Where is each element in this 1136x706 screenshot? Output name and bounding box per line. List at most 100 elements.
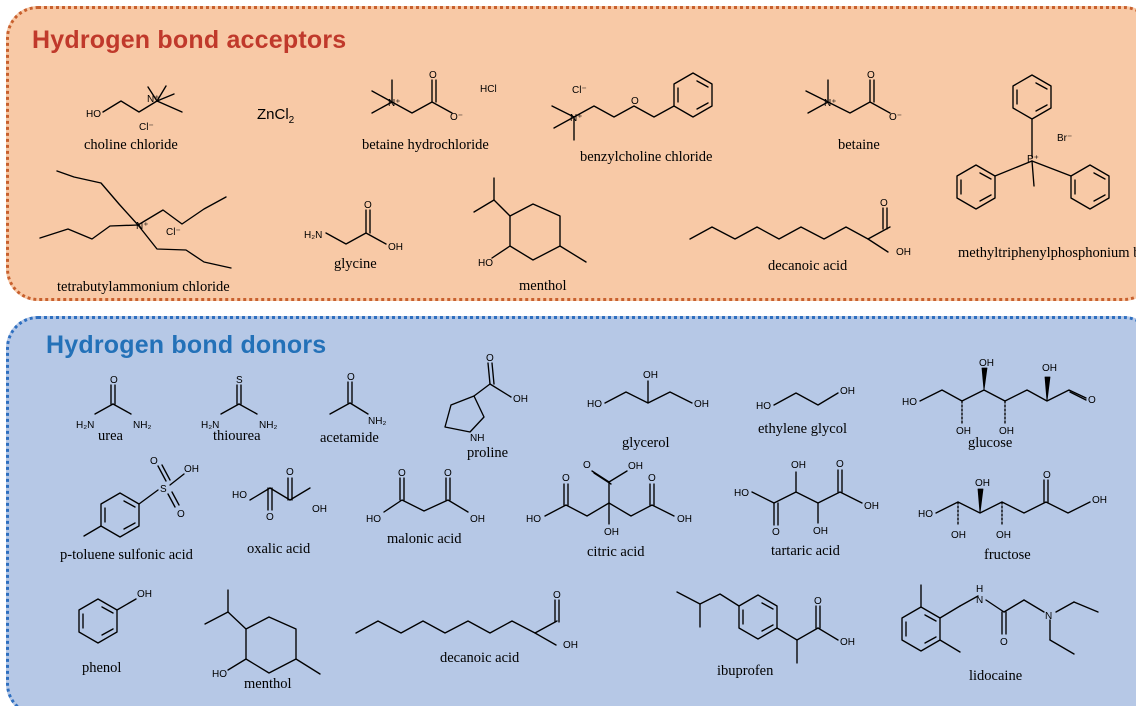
label-choline-chloride: choline chloride — [84, 137, 178, 153]
molecule-ethylene-glycol: HO OH — [756, 386, 855, 412]
label-p-toluene-sulfonic-acid: p-toluene sulfonic acid — [60, 547, 194, 563]
label-benzylcholine-chloride: benzylcholine chloride — [580, 149, 712, 165]
molecule-decanoic-acid-acceptor: O OH — [689, 198, 911, 258]
molecule-choline-chloride: HO N⁺ Cl⁻ — [86, 85, 183, 133]
atom-oh: OH — [470, 514, 485, 525]
atom-n: N — [1045, 611, 1052, 622]
atom-oh: OH — [951, 530, 966, 541]
atom-oh: OH — [312, 504, 327, 515]
molecule-lidocaine: H N O N — [901, 584, 1099, 655]
atom-o: O — [364, 200, 372, 211]
atom-oh: OH — [184, 464, 199, 475]
atom-hcl: HCl — [480, 84, 497, 95]
molecule-malonic-acid: O O HO OH — [366, 468, 485, 525]
atom-nh2: NH₂ — [259, 420, 277, 431]
label-fructose: fructose — [984, 547, 1031, 563]
atom-ho: HO — [756, 401, 771, 412]
atom-oh: OH — [840, 637, 855, 648]
atom-o: O — [1000, 637, 1008, 648]
atom-o-minus: O⁻ — [889, 112, 902, 123]
molecule-fructose: HO OH O OH OH OH — [918, 470, 1107, 541]
atom-hn-n: N — [976, 595, 983, 606]
label-glucose: glucose — [968, 435, 1012, 451]
label-malonic-acid: malonic acid — [387, 531, 462, 547]
atom-oh: OH — [813, 526, 828, 537]
atom-oh: OH — [979, 358, 994, 369]
label-acetamide: acetamide — [320, 430, 379, 446]
atom-oh: OH — [628, 461, 643, 472]
atom-oh: OH — [137, 589, 152, 600]
label-glycerol: glycerol — [622, 435, 670, 451]
molecule-urea: O H₂N NH₂ — [76, 375, 151, 431]
atom-s: S — [236, 375, 243, 386]
molecule-glucose: HO OH OH OH OH O — [902, 358, 1096, 437]
atom-o: O — [150, 456, 158, 467]
atom-n-plus: N⁺ — [388, 98, 401, 109]
donors-panel — [6, 316, 1136, 706]
atom-n-plus: N⁺ — [136, 221, 149, 232]
atom-oh: OH — [643, 370, 658, 381]
atom-o: O — [286, 467, 294, 478]
atom-o: O — [398, 468, 406, 479]
molecule-acetamide: O NH₂ — [329, 372, 386, 427]
label-tetrabutylammonium-chloride: tetrabutylammonium chloride — [57, 279, 230, 295]
atom-o: O — [1088, 395, 1096, 406]
atom-ho: HO — [587, 399, 602, 410]
atom-ho: HO — [86, 109, 101, 120]
molecule-phenol: OH — [78, 589, 152, 644]
atom-oh: OH — [513, 394, 528, 405]
atom-p-plus: P⁺ — [1027, 154, 1039, 165]
label-betaine: betaine — [838, 137, 880, 153]
atom-o: O — [836, 459, 844, 470]
atom-o: O — [880, 198, 888, 209]
molecule-ibuprofen: O OH — [676, 591, 855, 664]
atom-oh: OH — [956, 426, 971, 437]
molecule-menthol-acceptor: HO — [473, 177, 587, 269]
atom-o: O — [486, 353, 494, 364]
label-glycine: glycine — [334, 256, 377, 272]
label-methyltriphenylphosphonium-bromide: methyltriphenylphosphonium bromide — [958, 245, 1136, 261]
atom-nh: NH — [470, 433, 484, 444]
atom-oh: OH — [694, 399, 709, 410]
atom-o: O — [177, 509, 185, 520]
molecule-thiourea: S H₂N NH₂ — [201, 375, 277, 431]
atom-o: O — [867, 70, 875, 81]
label-tartaric-acid: tartaric acid — [771, 543, 841, 559]
molecule-oxalic-acid: HO O O OH — [232, 467, 327, 523]
atom-s: S — [160, 484, 167, 495]
atom-oh: OH — [864, 501, 879, 512]
atom-o: O — [631, 96, 639, 107]
label-decanoic-acid-acceptor: decanoic acid — [768, 258, 848, 274]
atom-o: O — [553, 590, 561, 601]
molecule-methyltriphenylphosphonium-bromide: P⁺ Br⁻ — [956, 74, 1110, 210]
atom-h2n: H₂N — [304, 230, 322, 241]
label-decanoic-acid-donor: decanoic acid — [440, 650, 520, 666]
atom-o: O — [1043, 470, 1051, 481]
molecule-menthol-donor: HO — [204, 589, 321, 680]
atom-oh: OH — [791, 460, 806, 471]
atom-o: O — [648, 473, 656, 484]
atom-oh: OH — [388, 242, 403, 253]
atom-o: O — [444, 468, 452, 479]
atom-oh: OH — [1042, 363, 1057, 374]
molecule-p-toluene-sulfonic-acid: S O O OH — [83, 456, 199, 538]
formula-zncl2: ZnCl2 — [257, 106, 295, 126]
label-menthol-acceptor: menthol — [519, 278, 567, 294]
molecule-tartaric-acid: HO OH O O OH OH — [734, 459, 879, 538]
atom-ho: HO — [478, 258, 493, 269]
atom-ho: HO — [902, 397, 917, 408]
atom-oh: OH — [1092, 495, 1107, 506]
atom-o: O — [772, 527, 780, 538]
atom-o: O — [347, 372, 355, 383]
molecule-glycerol: HO OH OH — [587, 370, 709, 410]
atom-oh: OH — [563, 640, 578, 651]
atom-oh: OH — [975, 478, 990, 489]
atom-ho: HO — [734, 488, 749, 499]
atom-o: O — [562, 473, 570, 484]
atom-h2n: H₂N — [201, 420, 219, 431]
atom-ho: HO — [232, 490, 247, 501]
donors-heading: Hydrogen bond donors — [46, 331, 327, 359]
molecule-citric-acid: O O O OH OH HO OH — [526, 460, 692, 538]
